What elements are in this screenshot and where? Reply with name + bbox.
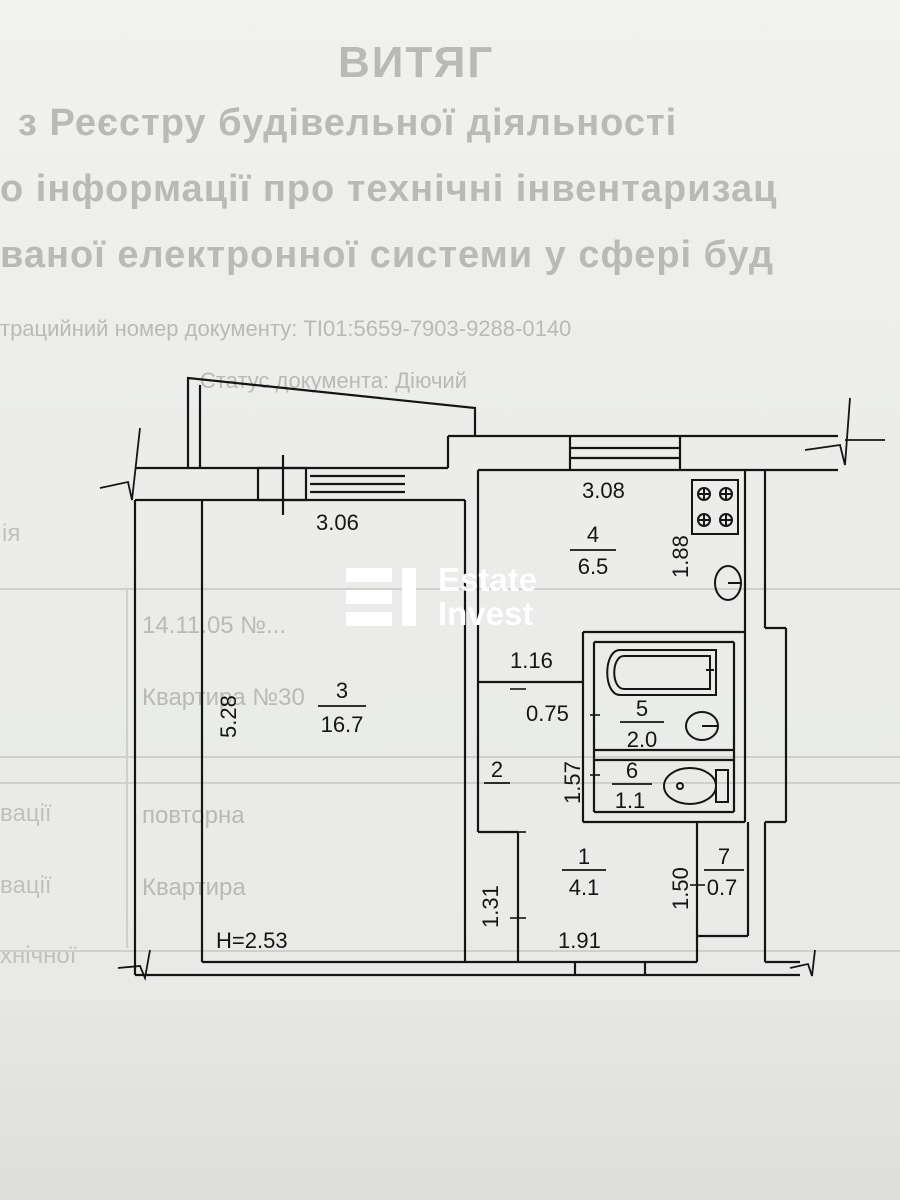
side-label-4: хнічної	[0, 942, 77, 969]
toilet-icon	[663, 767, 729, 805]
ghost-cell-2: Квартира №30	[142, 684, 305, 711]
room-1-area: 4.1	[569, 875, 600, 900]
ghost-cell-1: 14.11.05 №...	[142, 612, 287, 639]
break-line-right-bottom	[789, 949, 816, 977]
dim-living-width: 3.06	[316, 510, 359, 535]
break-line-right-top	[804, 397, 851, 466]
side-label-1: ія	[2, 520, 21, 547]
room-1-number: 1	[578, 844, 590, 869]
dim-hall-depth: 1.31	[478, 885, 503, 928]
ceiling-height: H=2.53	[216, 928, 288, 953]
room-4-number: 4	[587, 522, 599, 547]
room-7-area: 0.7	[707, 875, 738, 900]
ghost-cell-4: Квартира	[142, 874, 246, 901]
stove-icon	[691, 479, 739, 535]
room-6-area: 1.1	[615, 788, 646, 813]
dim-kitchen-depth: 1.88	[668, 535, 693, 578]
document-status-line: Статус документа: Діючий	[200, 368, 467, 393]
room-6-number: 6	[626, 758, 638, 783]
document-line-1: з Реєстру будівельної діяльності	[18, 102, 678, 144]
watermark-text: Estate Invest	[438, 563, 537, 631]
dim-toilet-depth: 1.57	[560, 761, 585, 804]
side-label-3: вації	[0, 872, 52, 899]
room-7-number: 7	[718, 844, 730, 869]
ghost-table-top	[0, 588, 900, 758]
room-3-area: 16.7	[321, 712, 364, 737]
document-line-3: ваної електронної системи у сфері буд	[0, 234, 774, 276]
room-3-number: 3	[336, 678, 348, 703]
room-4-area: 6.5	[578, 554, 609, 579]
dim-closet-depth: 1.50	[668, 867, 693, 910]
bathtub-icon	[606, 649, 717, 696]
break-line-left-bottom	[117, 949, 151, 982]
dim-kitchen-width: 3.08	[582, 478, 625, 503]
document-registration-line: трацийний номер документу: ТІ01:5659-790…	[0, 316, 572, 341]
sink-icon	[714, 565, 742, 601]
watermark-line-2: Invest	[438, 595, 534, 632]
watermark-line-1: Estate	[438, 561, 538, 598]
balcony-outline	[186, 376, 477, 468]
break-line-left	[99, 427, 141, 501]
estate-invest-logo-icon	[346, 562, 430, 632]
ghost-table-bottom	[0, 782, 900, 952]
ghost-cell-3: повторна	[142, 802, 245, 829]
room-5-number: 5	[636, 696, 648, 721]
estate-invest-watermark: Estate Invest	[346, 560, 537, 634]
ghost-table-divider	[126, 588, 128, 948]
room-2-number: 2	[491, 757, 503, 782]
document-line-2: о інформації про технічні інвентаризац	[0, 168, 778, 210]
washbasin-icon	[685, 711, 719, 741]
dim-living-length: 5.28	[216, 695, 241, 738]
dim-hall-width: 1.91	[558, 928, 601, 953]
room-5-area: 2.0	[627, 727, 658, 752]
document-heading: ВИТЯГ	[338, 38, 495, 87]
document-lower-area	[0, 1000, 900, 1200]
side-label-2: вації	[0, 800, 52, 827]
dim-corridor-small: 0.75	[526, 701, 569, 726]
dim-corridor-width: 1.16	[510, 648, 553, 673]
